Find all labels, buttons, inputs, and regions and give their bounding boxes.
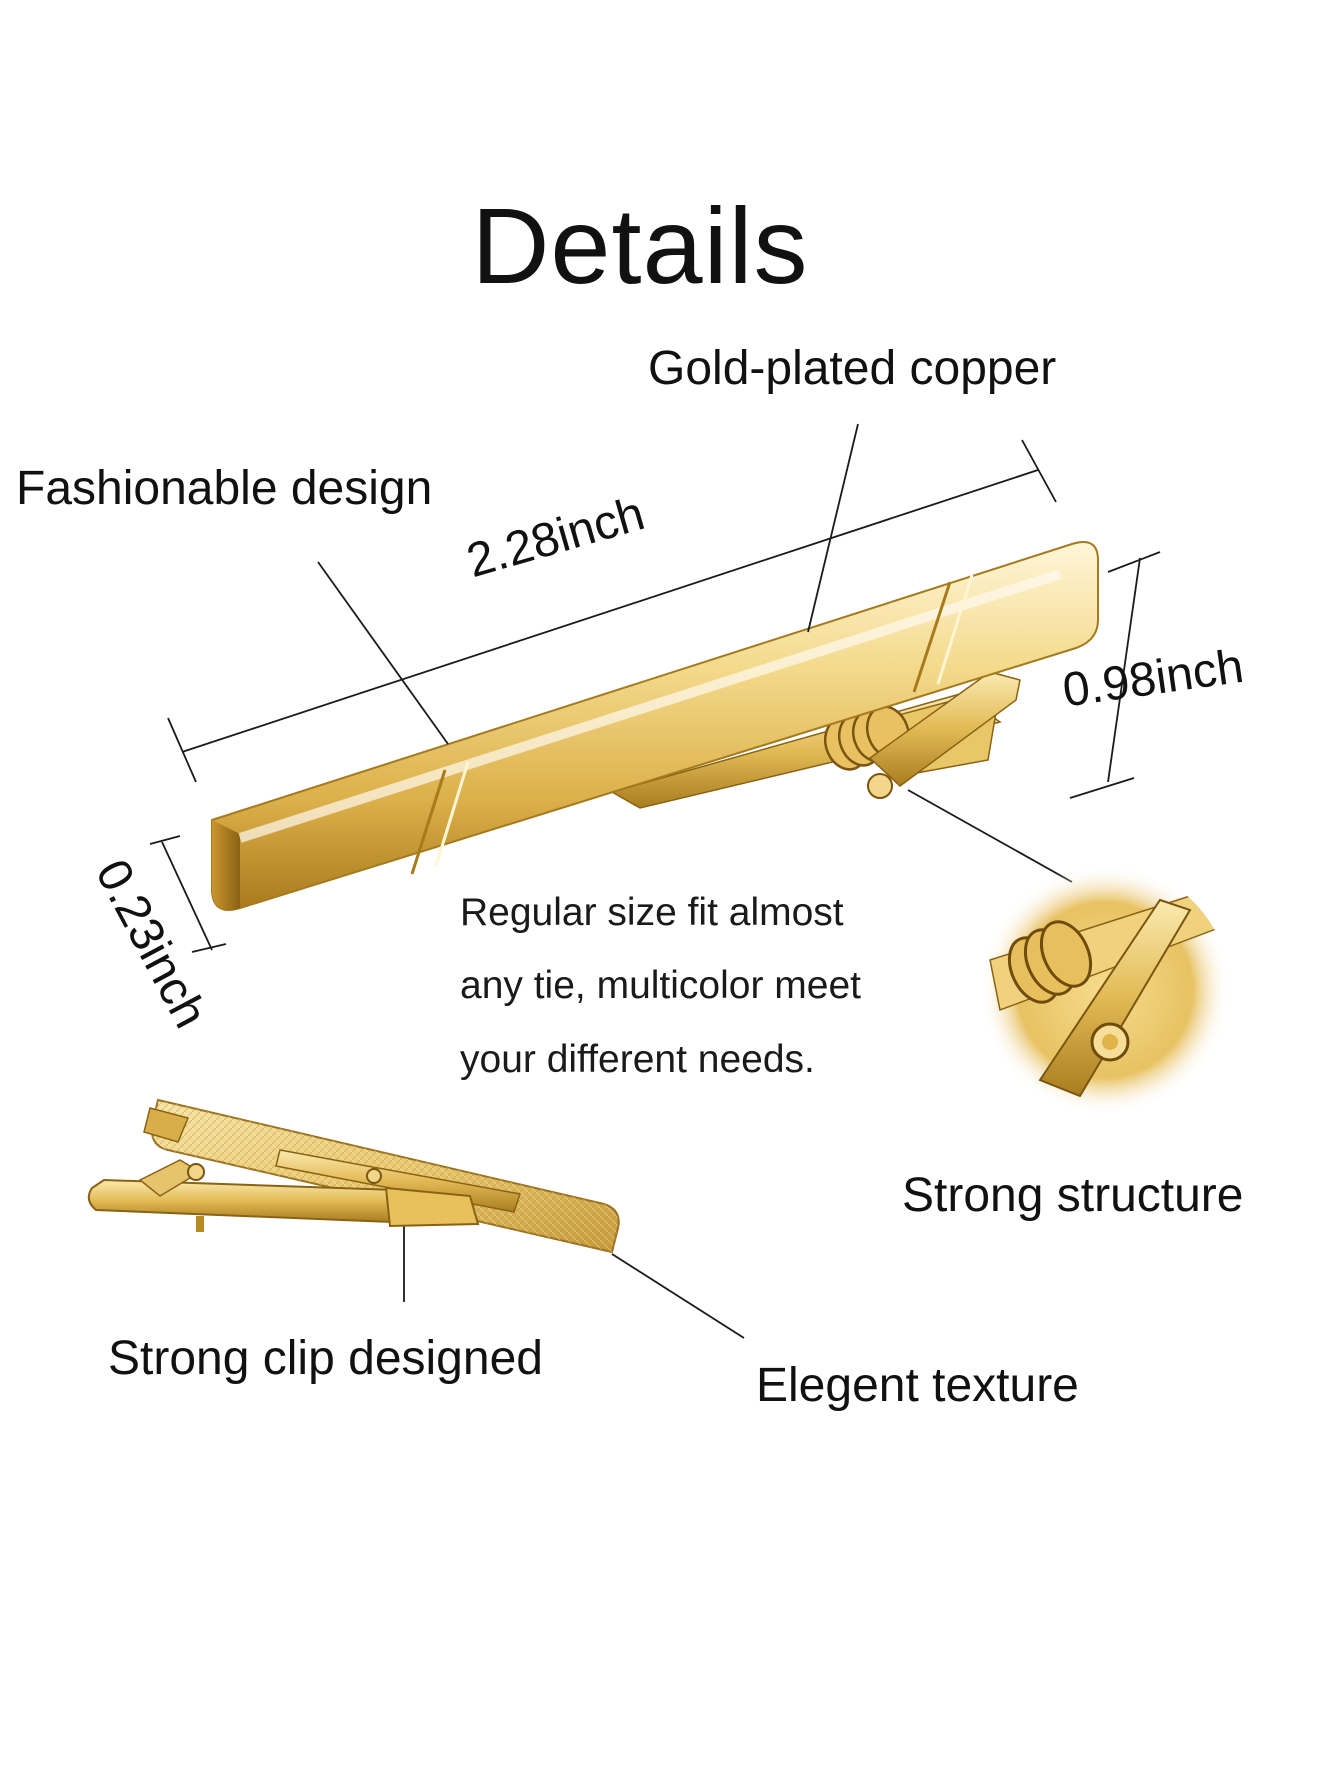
leader-structure: [907, 789, 1073, 883]
leader-material: [807, 423, 859, 633]
dimension-lines: [149, 423, 1161, 1339]
design-label: Fashionable design: [16, 462, 433, 515]
material-label: Gold-plated copper: [648, 342, 1057, 395]
description-line: any tie, multicolor meet: [460, 964, 861, 1007]
main-tie-bar: [211, 541, 1099, 911]
description-line: Regular size fit almost: [460, 891, 844, 934]
leader-design: [317, 561, 449, 745]
leader-texture: [611, 1253, 745, 1339]
structure-label: Strong structure: [902, 1169, 1244, 1222]
texture-label: Elegent texture: [756, 1359, 1079, 1412]
clip-label: Strong clip designed: [108, 1332, 543, 1385]
structure-zoom: [980, 865, 1230, 1115]
description-line: your different needs.: [460, 1038, 815, 1081]
page-title: Details: [471, 185, 809, 306]
textured-tie-bar: [87, 1098, 620, 1254]
